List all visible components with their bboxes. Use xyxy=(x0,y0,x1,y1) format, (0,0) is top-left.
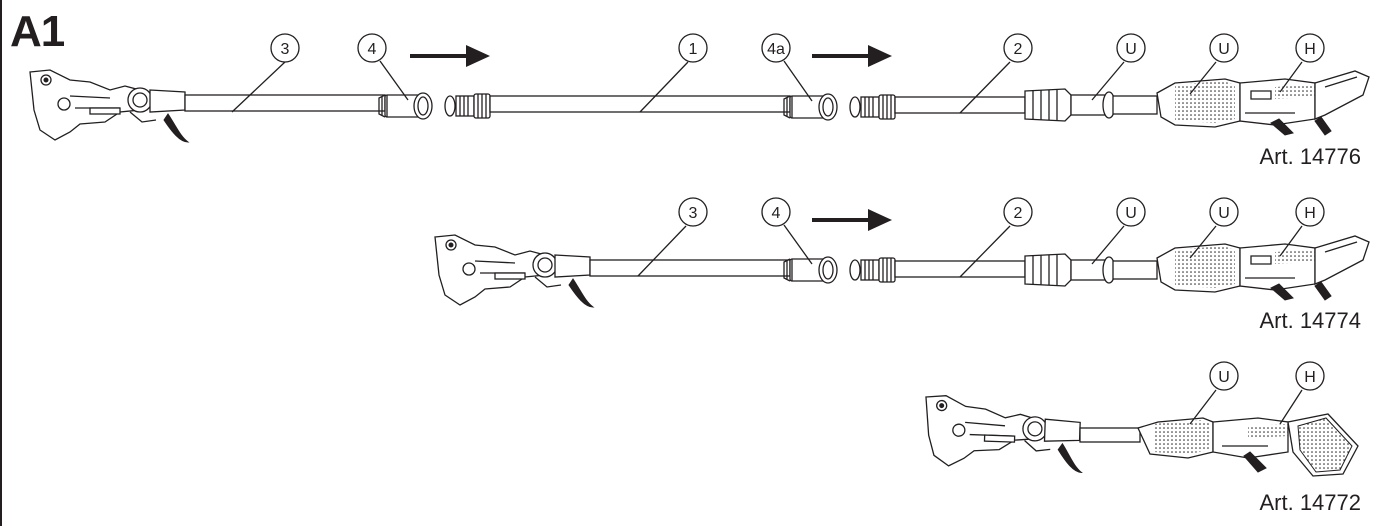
figure-label: A1 xyxy=(10,7,65,56)
row2-callout-2: 2 xyxy=(959,197,1033,278)
row2-callout-u1: U xyxy=(1091,197,1146,265)
row1-callout-4a: 4a xyxy=(761,33,813,102)
row2-plug-2 xyxy=(849,257,896,283)
svg-text:U: U xyxy=(1218,41,1230,58)
row1-pruner-head xyxy=(29,69,189,143)
svg-text:2: 2 xyxy=(1014,41,1023,58)
row1-callout-u1: U xyxy=(1091,33,1146,101)
row1-callout-1: 1 xyxy=(639,33,708,113)
row2-callout-3: 3 xyxy=(637,197,708,277)
svg-text:3: 3 xyxy=(689,205,698,222)
row1-tube-1 xyxy=(489,95,791,113)
row3-callout-h: H xyxy=(1279,361,1325,425)
arrow-right-icon xyxy=(408,43,492,69)
row3-callout-u: U xyxy=(1189,361,1239,425)
left-border xyxy=(0,0,2,526)
svg-text:U: U xyxy=(1218,205,1230,222)
svg-text:4: 4 xyxy=(772,205,781,222)
svg-text:4a: 4a xyxy=(767,41,785,58)
row1-tube-3 xyxy=(184,94,386,112)
row1-article-number: Art. 14776 xyxy=(1259,144,1361,169)
row2-callout-h: H xyxy=(1279,197,1325,257)
row2-article-number: Art. 14774 xyxy=(1259,308,1361,333)
row2-callout-4: 4 xyxy=(761,197,813,265)
arrow-right-icon xyxy=(810,207,894,233)
row1-assembly: 3 4 1 4a 2 xyxy=(29,33,1370,143)
svg-text:U: U xyxy=(1125,41,1137,58)
svg-text:H: H xyxy=(1304,369,1316,386)
row3-assembly: U H xyxy=(922,361,1359,477)
svg-text:1: 1 xyxy=(689,41,698,58)
svg-text:U: U xyxy=(1218,369,1230,386)
row1-plug-1 xyxy=(444,93,491,119)
row2-callout-u2: U xyxy=(1189,197,1239,259)
row1-handle xyxy=(1024,70,1370,136)
row1-callout-3: 3 xyxy=(231,33,300,113)
arrow-right-icon xyxy=(810,43,894,69)
row2-tube-3 xyxy=(589,259,791,277)
row1-plug-2 xyxy=(849,94,896,120)
svg-text:U: U xyxy=(1125,205,1137,222)
row3-article-number: Art. 14772 xyxy=(1259,490,1361,515)
row1-callout-h: H xyxy=(1279,33,1325,93)
row3-tube xyxy=(1079,427,1141,443)
row1-callout-2: 2 xyxy=(959,33,1033,114)
row1-tube-2 xyxy=(894,96,1026,114)
svg-text:H: H xyxy=(1304,205,1316,222)
row2-assembly: 3 4 2 U U xyxy=(434,197,1370,308)
svg-text:2: 2 xyxy=(1014,205,1023,222)
row3-pruner-head xyxy=(922,394,1085,474)
row2-handle xyxy=(1024,235,1370,301)
row3-handle xyxy=(1137,413,1359,477)
svg-text:H: H xyxy=(1304,41,1316,58)
row1-callout-4: 4 xyxy=(357,33,409,101)
row2-pruner-head xyxy=(434,234,594,308)
row2-tube-2 xyxy=(894,260,1026,278)
svg-text:4: 4 xyxy=(368,41,377,58)
svg-text:3: 3 xyxy=(281,41,290,58)
row1-callout-u2: U xyxy=(1189,33,1239,95)
